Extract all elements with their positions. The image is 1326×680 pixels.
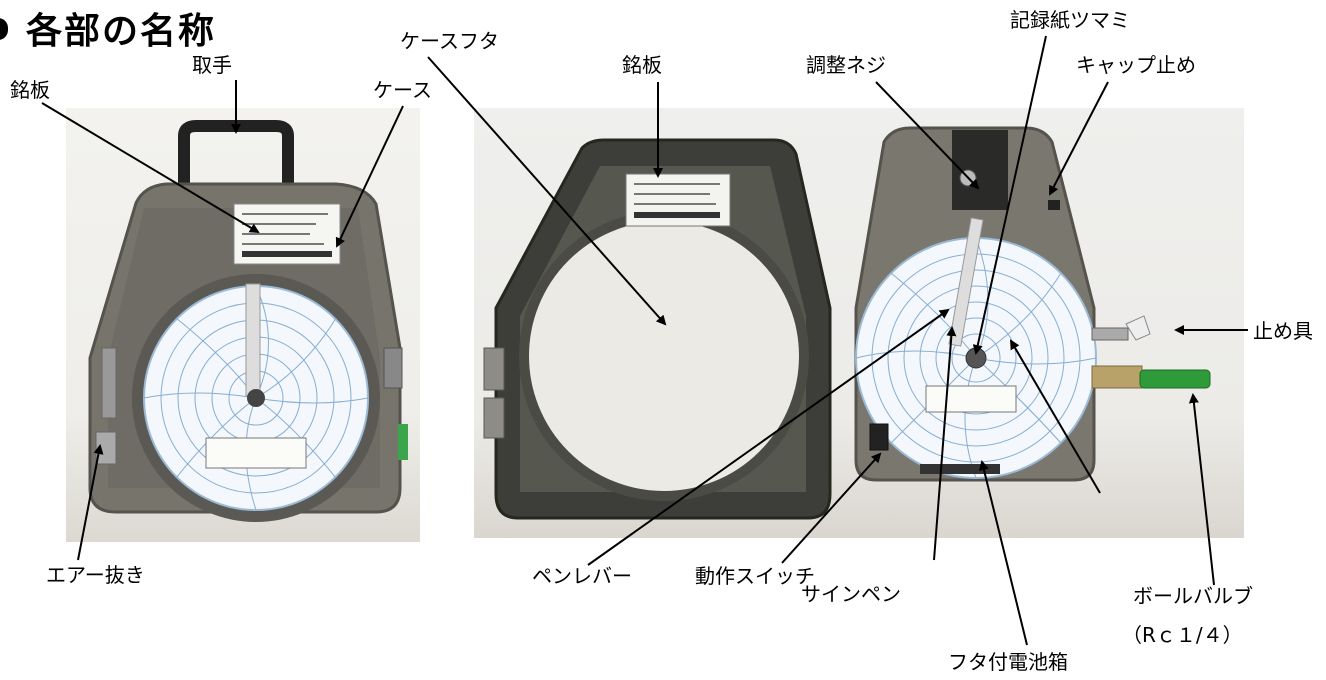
page-title: 各部の名称 xyxy=(26,11,217,52)
closed-recorder-illustration xyxy=(88,120,408,522)
label-nameplate-left: 銘板 xyxy=(10,78,50,102)
case-lid-window xyxy=(519,211,809,501)
photo-open-recorder xyxy=(474,108,1244,538)
label-ball-valve-spec: （Rｃ１/４） xyxy=(1122,623,1243,647)
label-battery-box: フタ付電池箱 xyxy=(948,650,1068,674)
nameplate-right-plate xyxy=(625,173,731,227)
label-pen-lever: ペンレバー xyxy=(532,564,632,588)
label-clamp: 止め具 xyxy=(1253,319,1313,343)
chart-knob-hub xyxy=(965,347,987,369)
label-ball-valve: ボールバルブ xyxy=(1133,584,1253,608)
open-recorder-illustration xyxy=(483,126,1211,520)
photo-closed-recorder xyxy=(66,108,420,542)
label-nameplate-right: 銘板 xyxy=(622,53,662,77)
label-air-vent: エアー抜き xyxy=(46,563,145,587)
chart-notice-right xyxy=(925,385,1017,413)
label-case: ケース xyxy=(373,78,432,102)
chart-notice-left xyxy=(205,437,307,469)
label-chart-knob: 記録紙ツマミ xyxy=(1010,8,1130,32)
label-case-lid: ケースフタ xyxy=(400,29,499,53)
label-adjust-screw: 調整ネジ xyxy=(806,53,886,77)
title-bullet xyxy=(0,18,8,40)
case-internal-slot xyxy=(952,130,1008,210)
label-sign-pen: サインペン xyxy=(801,582,901,606)
ball-valve-handle xyxy=(1139,369,1211,389)
label-power-switch: 動作スイッチ xyxy=(695,564,815,588)
label-cap-stopper: キャップ止め xyxy=(1076,53,1196,77)
pen-arm-left xyxy=(245,283,261,397)
label-handle: 取手 xyxy=(192,53,232,77)
